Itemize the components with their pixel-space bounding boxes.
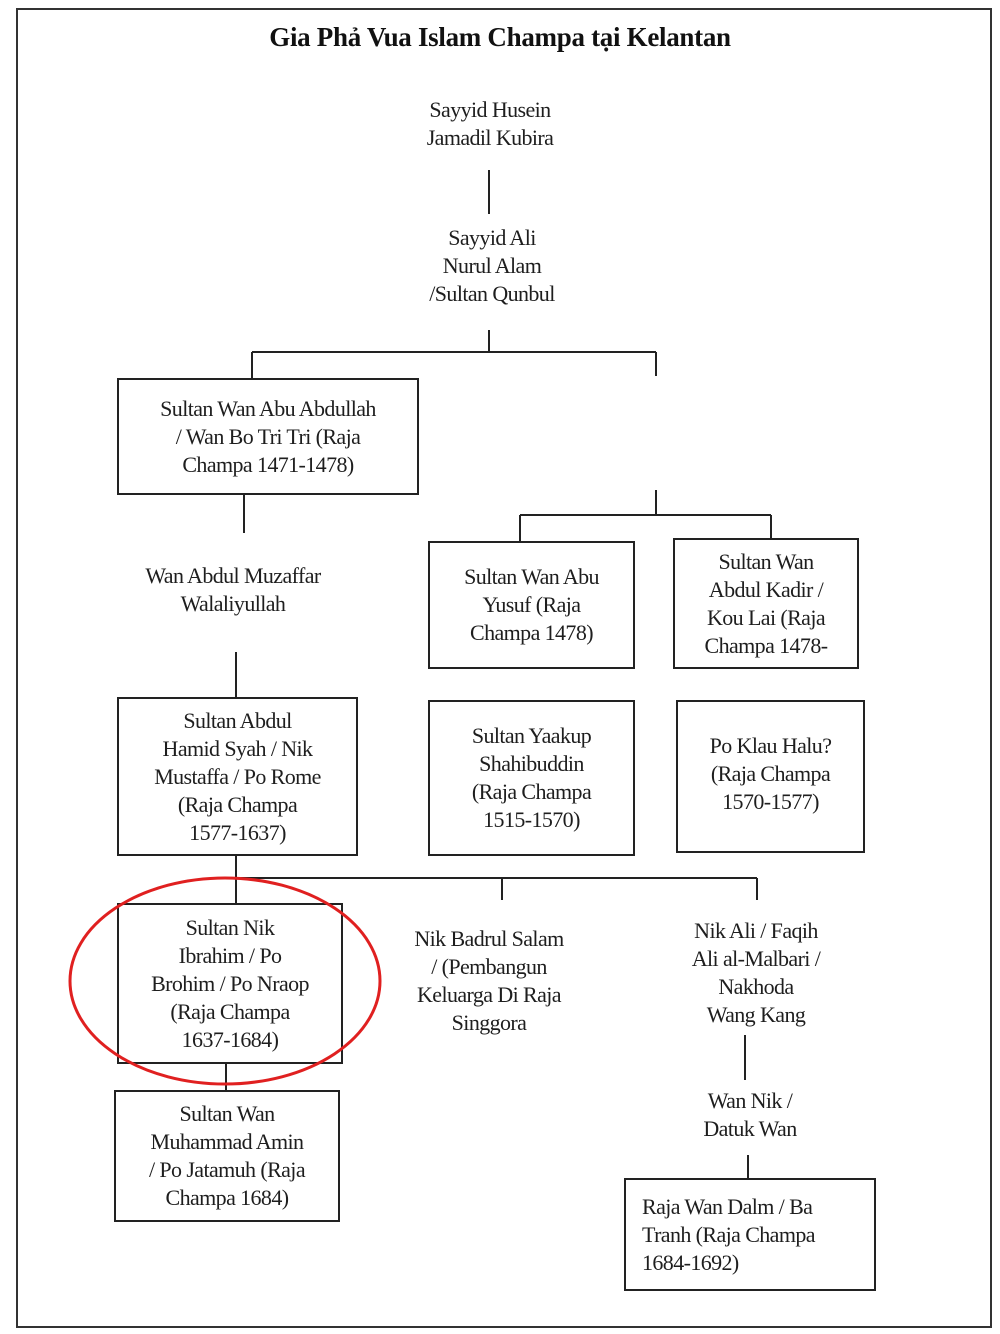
node-wan-abu-abdullah: Sultan Wan Abu Abdullah / Wan Bo Tri Tri… — [117, 378, 419, 495]
node-abdul-hamid: Sultan Abdul Hamid Syah / Nik Mustaffa /… — [117, 697, 358, 856]
node-sayyid-husein: Sayyid Husein Jamadil Kubira — [426, 97, 554, 150]
node-yaakup: Sultan Yaakup Shahibuddin (Raja Champa 1… — [428, 700, 635, 856]
node-nik-ali: Nik Ali / Faqih Ali al-Malbari / Nakhoda… — [691, 918, 821, 1027]
node-wan-abu-yusuf: Sultan Wan Abu Yusuf (Raja Champa 1478) — [428, 541, 635, 669]
node-nik-ibrahim: Sultan Nik Ibrahim / Po Brohim / Po Nrao… — [117, 903, 343, 1064]
diagram-title: Gia Phả Vua Islam Champa tại Kelantan — [269, 22, 731, 52]
highlight-circle — [68, 876, 382, 1086]
diagram-frame — [16, 8, 992, 1328]
node-sayyid-ali: Sayyid Ali Nurul Alam /Sultan Qunbul — [429, 225, 555, 306]
node-nik-badrul-salam: Nik Badrul Salam / (Pembangun Keluarga D… — [414, 926, 564, 1035]
node-po-klau-halu: Po Klau Halu? (Raja Champa 1570-1577) — [676, 700, 865, 853]
node-wan-abdul-kadir: Sultan Wan Abdul Kadir / Kou Lai (Raja C… — [673, 538, 859, 669]
node-raja-wan-dalm: Raja Wan Dalm / Ba Tranh (Raja Champa 16… — [624, 1178, 876, 1291]
node-wan-nik: Wan Nik / Datuk Wan — [703, 1088, 797, 1141]
node-wan-muhammad-amin: Sultan Wan Muhammad Amin / Po Jatamuh (R… — [114, 1090, 340, 1222]
node-wan-abdul-muzaffar: Wan Abdul Muzaffar Walaliyullah — [145, 563, 321, 616]
